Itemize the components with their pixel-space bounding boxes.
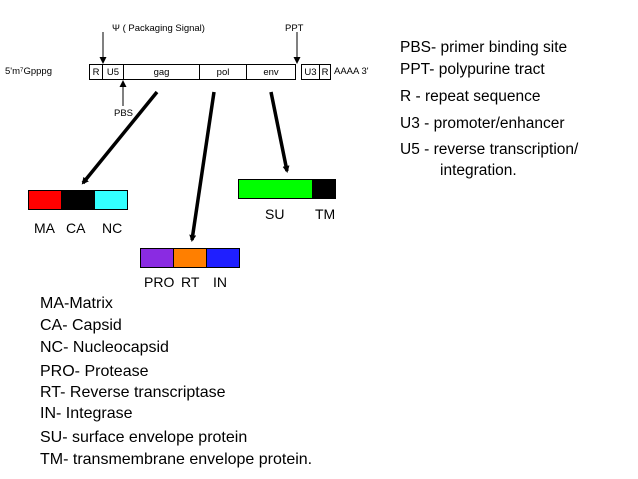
legend-pro: PRO- Protease xyxy=(40,363,149,380)
pbs-label: PBS xyxy=(114,108,134,119)
ca-segment xyxy=(61,190,95,210)
su-label: SU xyxy=(265,206,285,222)
gag-product-arrow xyxy=(81,90,159,185)
region-r-right: R xyxy=(319,64,331,80)
legend-in: IN- Integrase xyxy=(40,405,133,422)
legend-tm: TM- transmembrane envelope protein. xyxy=(40,451,313,468)
abbr-u3: U3 - promoter/enhancer xyxy=(400,115,565,132)
rt-label: RT xyxy=(181,274,200,290)
ppt-label: PPT xyxy=(285,23,304,34)
legend-ma: MA-Matrix xyxy=(40,295,113,312)
region-gag: gag xyxy=(123,64,200,80)
rt-segment xyxy=(173,248,207,268)
nc-label: NC xyxy=(102,220,123,236)
region-u5: U5 xyxy=(102,64,124,80)
legend-rt: RT- Reverse transcriptase xyxy=(40,384,226,401)
su-segment xyxy=(238,179,313,199)
region-env: env xyxy=(246,64,296,80)
tm-segment xyxy=(312,179,336,199)
psi-label: Ψ ( Packaging Signal) xyxy=(112,23,205,34)
pro-label: PRO xyxy=(144,274,175,290)
env-product-arrow xyxy=(269,91,290,173)
abbr-u5: U5 - reverse transcription/ xyxy=(400,141,579,158)
abbr-u5-cont: integration. xyxy=(440,162,517,179)
legend-nc: NC- Nucleocapsid xyxy=(40,339,169,356)
nc-segment xyxy=(94,190,128,210)
legend-ca: CA- Capsid xyxy=(40,317,122,334)
abbr-r: R - repeat sequence xyxy=(400,88,541,105)
region-u3: U3 xyxy=(301,64,320,80)
abbr-pbs: PBS- primer binding site xyxy=(400,39,568,56)
legend-su: SU- surface envelope protein xyxy=(40,429,248,446)
in-segment xyxy=(206,248,240,268)
ma-label: MA xyxy=(34,220,55,236)
cap-label: 5'm⁷Gpppg xyxy=(5,66,52,77)
tail-label: AAAA 3' xyxy=(334,66,369,77)
ma-segment xyxy=(28,190,62,210)
in-label: IN xyxy=(213,274,227,290)
abbr-ppt: PPT- polypurine tract xyxy=(400,61,545,78)
tm-label: TM xyxy=(315,206,336,222)
ca-label: CA xyxy=(66,220,86,236)
pol-product-arrow xyxy=(189,91,216,242)
pro-segment xyxy=(140,248,174,268)
